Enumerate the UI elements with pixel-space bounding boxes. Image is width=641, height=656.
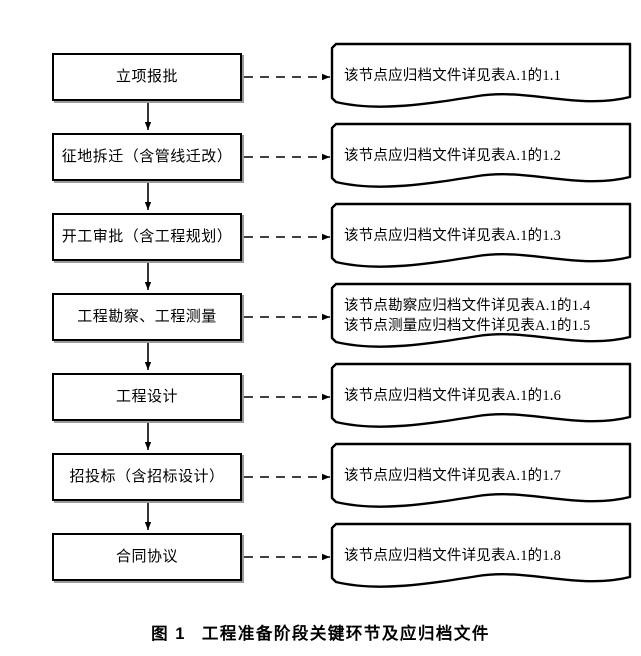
document-line: 该节点应归档文件详见表A.1的1.7 — [344, 468, 562, 484]
document-line: 该节点应归档文件详见表A.1的1.6 — [344, 388, 562, 404]
document-shape-stage-3[interactable]: 该节点应归档文件详见表A.1的1.3 — [328, 200, 634, 272]
document-shape-stage-6[interactable]: 该节点应归档文件详见表A.1的1.7 — [328, 440, 634, 512]
document-text-block: 该节点勘察应归档文件详见表A.1的1.4 该节点测量应归档文件详见表A.1的1.… — [344, 280, 634, 358]
process-box-label: 立项报批 — [115, 68, 178, 85]
document-shape-stage-1[interactable]: 该节点应归档文件详见表A.1的1.1 — [328, 40, 634, 112]
process-box-stage-5[interactable]: 工程设计 — [52, 373, 242, 421]
figure-title: 工程准备阶段关键环节及应归档文件 — [201, 625, 490, 643]
process-box-stage-4[interactable]: 工程勘察、工程测量 — [52, 293, 242, 341]
document-line: 该节点应归档文件详见表A.1的1.1 — [344, 68, 562, 84]
process-box-label: 工程设计 — [115, 388, 178, 405]
document-text-block: 该节点应归档文件详见表A.1的1.3 — [344, 200, 634, 272]
document-outline-icon — [330, 522, 632, 588]
figure-number: 图 1 — [151, 625, 186, 643]
document-line: 该节点应归档文件详见表A.1的1.3 — [344, 228, 562, 244]
document-outline-icon — [330, 202, 632, 268]
process-box-stage-6[interactable]: 招投标（含招标设计） — [52, 453, 242, 501]
document-outline-icon — [330, 282, 632, 348]
process-box-label: 征地拆迁（含管线迁改） — [61, 148, 233, 165]
document-text-block: 该节点应归档文件详见表A.1的1.8 — [344, 520, 634, 592]
process-box-label: 招投标（含招标设计） — [69, 468, 225, 485]
document-text-block: 该节点应归档文件详见表A.1的1.1 — [344, 40, 634, 112]
document-line: 该节点应归档文件详见表A.1的1.2 — [344, 148, 562, 164]
document-outline-icon — [330, 122, 632, 188]
document-outline-icon — [330, 442, 632, 508]
document-shape-stage-4[interactable]: 该节点勘察应归档文件详见表A.1的1.4 该节点测量应归档文件详见表A.1的1.… — [328, 280, 634, 352]
process-box-stage-1[interactable]: 立项报批 — [52, 53, 242, 101]
document-text-block: 该节点应归档文件详见表A.1的1.6 — [344, 360, 634, 432]
document-line: 该节点应归档文件详见表A.1的1.8 — [344, 548, 562, 564]
figure-caption: 图 1 工程准备阶段关键环节及应归档文件 — [0, 620, 641, 644]
document-shape-stage-5[interactable]: 该节点应归档文件详见表A.1的1.6 — [328, 360, 634, 432]
document-line: 该节点测量应归档文件详见表A.1的1.5 — [344, 318, 591, 334]
process-box-label: 开工审批（含工程规划） — [61, 228, 233, 245]
document-shape-stage-2[interactable]: 该节点应归档文件详见表A.1的1.2 — [328, 120, 634, 192]
dashed-connectors — [244, 73, 330, 561]
process-box-stage-7[interactable]: 合同协议 — [52, 533, 242, 581]
process-box-stage-3[interactable]: 开工审批（含工程规划） — [52, 213, 242, 261]
document-line: 该节点勘察应归档文件详见表A.1的1.4 — [344, 298, 591, 314]
document-shape-stage-7[interactable]: 该节点应归档文件详见表A.1的1.8 — [328, 520, 634, 592]
document-outline-icon — [330, 42, 632, 108]
process-box-label: 合同协议 — [115, 548, 178, 565]
process-box-stage-2[interactable]: 征地拆迁（含管线迁改） — [52, 133, 242, 181]
process-box-label: 工程勘察、工程测量 — [77, 308, 217, 325]
document-text-block: 该节点应归档文件详见表A.1的1.2 — [344, 120, 634, 192]
document-text-block: 该节点应归档文件详见表A.1的1.7 — [344, 440, 634, 512]
document-outline-icon — [330, 362, 632, 428]
